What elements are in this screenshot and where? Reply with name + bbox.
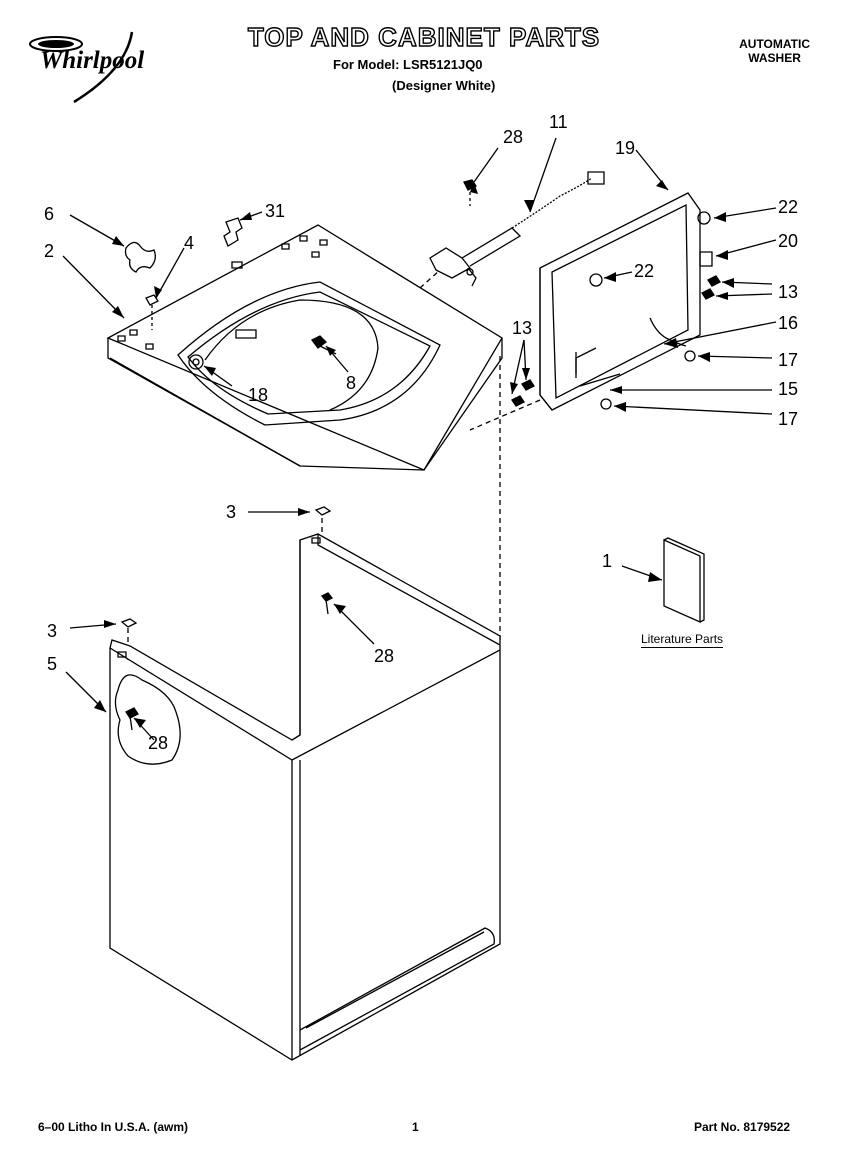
callout-31: 31: [265, 201, 286, 221]
callout-15: 15: [778, 379, 799, 399]
callout-18: 18: [248, 385, 269, 405]
callout-5: 5: [47, 654, 58, 674]
color-line: (Designer White): [392, 78, 496, 93]
model-line: For Model: LSR5121JQ0: [333, 57, 483, 72]
literature-booklet: [664, 538, 704, 622]
washer-top-panel: [108, 225, 502, 470]
callout-28-cabinet: 28: [374, 646, 395, 666]
lid-frame: [512, 193, 720, 410]
callout-3-upper: 3: [226, 502, 237, 522]
callout-6: 6: [44, 204, 55, 224]
callout-20: 20: [778, 231, 799, 251]
page-title: TOP AND CABINET PARTS: [247, 21, 601, 52]
clip-part-6: [126, 242, 156, 272]
callout-3-lower: 3: [47, 621, 58, 641]
callout-11: 11: [549, 112, 568, 132]
cabinet: [110, 507, 500, 1060]
callout-16: 16: [778, 313, 799, 333]
brand-swoosh-icon: [29, 31, 134, 104]
callout-17-upper: 17: [778, 350, 799, 370]
callout-13-left: 13: [512, 318, 533, 338]
bracket-part-31: [224, 218, 242, 246]
footer-part-number: Part No. 8179522: [694, 1120, 791, 1134]
callout-2: 2: [44, 241, 55, 261]
callout-13-right: 13: [778, 282, 799, 302]
footer-print-info: 6–00 Litho In U.S.A. (awm): [38, 1120, 189, 1134]
literature-parts-label: Literature Parts: [641, 632, 724, 648]
brand-logo: Whirlpool: [14, 30, 174, 105]
callout-28-top: 28: [503, 127, 524, 147]
callout-4: 4: [184, 233, 195, 253]
footer-page-number: 1: [412, 1120, 419, 1134]
callout-22-inner: 22: [634, 261, 655, 281]
switch-harness: [430, 172, 604, 286]
product-line-2: WASHER: [748, 51, 801, 65]
callout-19: 19: [615, 138, 636, 158]
arrow-heads: [94, 180, 734, 728]
callout-8: 8: [346, 373, 357, 393]
product-type: AUTOMATIC WASHER: [739, 37, 810, 65]
clip-part-4: [146, 295, 158, 330]
callout-17-lower: 17: [778, 409, 799, 429]
callout-28-cutaway: 28: [148, 733, 169, 753]
callout-1: 1: [602, 551, 613, 571]
hinge-pin: [189, 355, 203, 369]
brand-name: Whirlpool: [40, 47, 145, 74]
product-line-1: AUTOMATIC: [739, 37, 810, 51]
callout-22-right: 22: [778, 197, 799, 217]
